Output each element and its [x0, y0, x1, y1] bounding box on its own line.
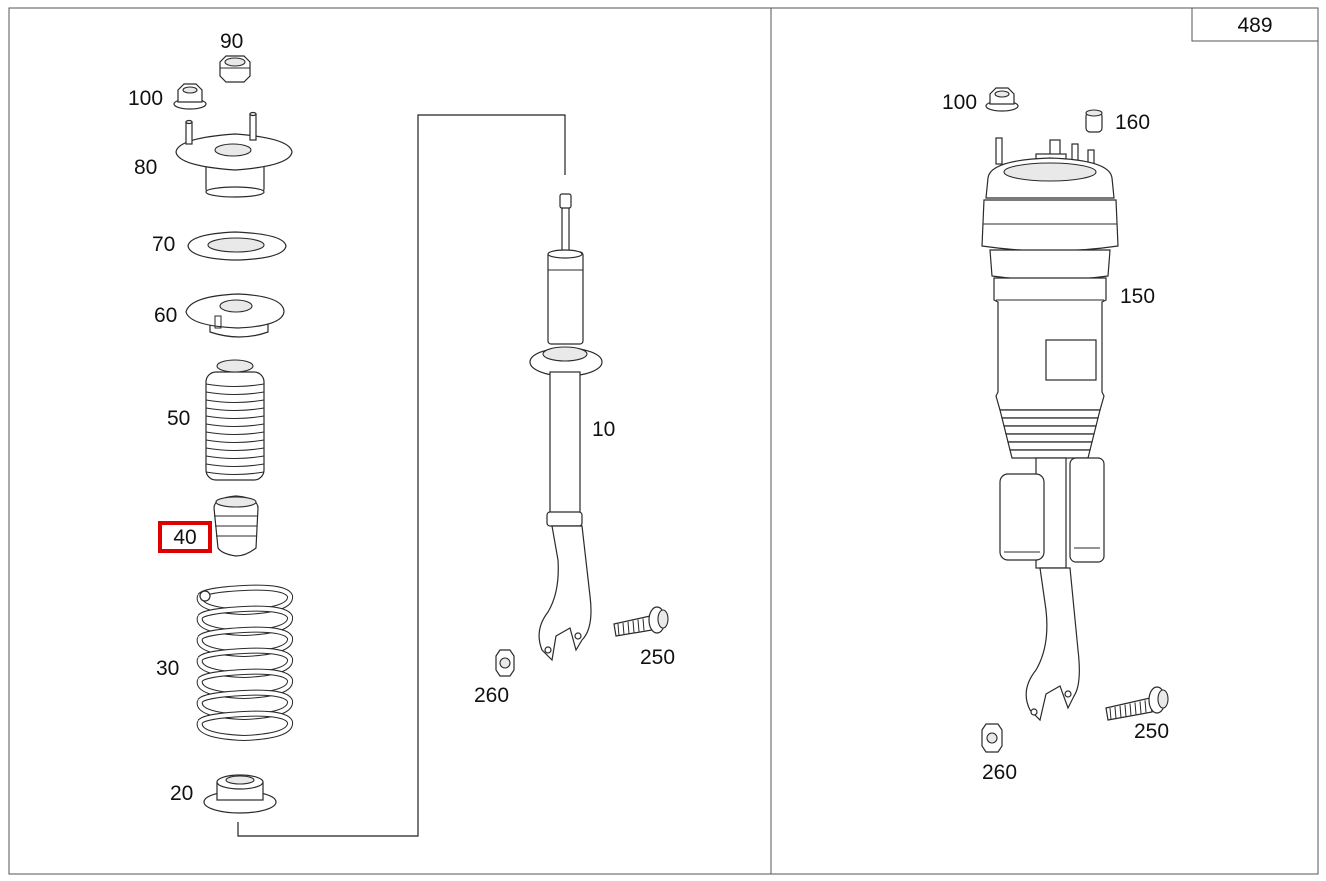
part-90-nut[interactable] — [219, 55, 251, 83]
page-number: 489 — [1237, 14, 1272, 37]
part-260-nut-right[interactable] — [981, 723, 1003, 753]
part-80-strut-mount[interactable] — [175, 111, 293, 198]
callout-60[interactable]: 60 — [154, 304, 177, 327]
part-30-coil-spring[interactable] — [196, 584, 293, 742]
right-panel-frame — [770, 7, 1319, 875]
callout-100-right[interactable]: 100 — [942, 91, 977, 114]
callout-150[interactable]: 150 — [1120, 285, 1155, 308]
callout-20[interactable]: 20 — [170, 782, 193, 805]
part-10-shock-strut[interactable] — [529, 193, 603, 662]
part-250-bolt-middle[interactable] — [613, 606, 669, 637]
part-40-bump-stop[interactable] — [213, 495, 259, 557]
part-50-dust-boot[interactable] — [205, 359, 265, 481]
callout-160[interactable]: 160 — [1115, 111, 1150, 134]
part-160-valve-cap[interactable] — [1085, 109, 1103, 133]
page-number-box — [1191, 7, 1319, 42]
callout-10[interactable]: 10 — [592, 418, 615, 441]
callout-30[interactable]: 30 — [156, 657, 179, 680]
callout-90[interactable]: 90 — [220, 30, 243, 53]
callout-260-middle[interactable]: 260 — [474, 684, 509, 707]
callout-250-middle[interactable]: 250 — [640, 646, 675, 669]
callout-40[interactable]: 40 — [173, 526, 196, 549]
part-150-air-strut[interactable] — [981, 137, 1119, 722]
part-70-seal-ring[interactable] — [187, 231, 287, 261]
callout-40-highlight — [158, 521, 212, 553]
part-260-nut-middle[interactable] — [495, 649, 515, 677]
part-100-flange-nut[interactable] — [173, 83, 207, 110]
part-100-flange-nut-right[interactable] — [985, 87, 1019, 112]
callout-250-right[interactable]: 250 — [1134, 720, 1169, 743]
part-250-bolt-right[interactable] — [1105, 686, 1169, 721]
callout-260-right[interactable]: 260 — [982, 761, 1017, 784]
part-60-spring-pad[interactable] — [185, 293, 285, 338]
part-20-spring-seat[interactable] — [203, 774, 277, 814]
left-panel-frame — [8, 7, 772, 875]
callout-80[interactable]: 80 — [134, 156, 157, 179]
assembly-bracket-line — [237, 114, 566, 837]
callout-70[interactable]: 70 — [152, 233, 175, 256]
callout-50[interactable]: 50 — [167, 407, 190, 430]
callout-100-left[interactable]: 100 — [128, 87, 163, 110]
